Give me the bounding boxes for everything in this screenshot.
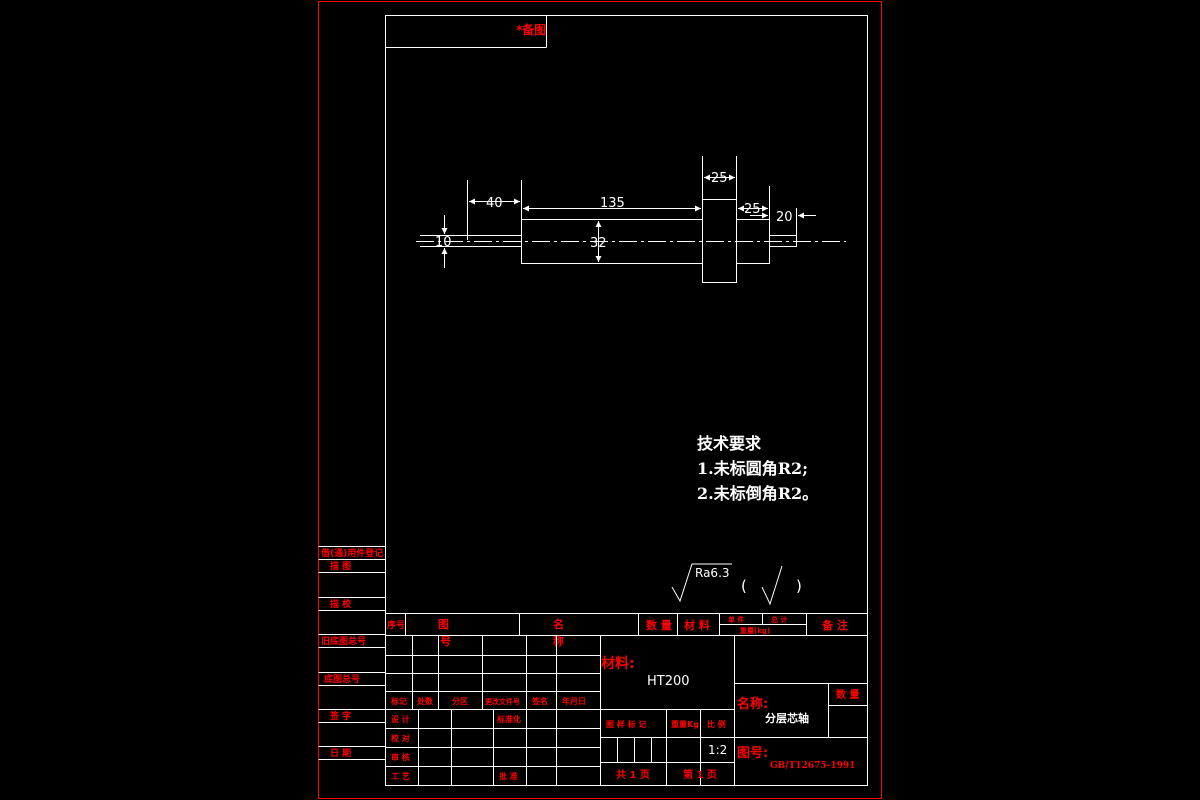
left-strip-r1: 借(通)用件登记 [320,547,383,559]
material-block-labels: 材料: HT200 图 样 标 记 重量Kg 比 例 1:2 共 1 页 第 1… [601,655,727,781]
roughness-texts: Ra6.3 ( ) [695,566,802,595]
change-log-mark: 标记 [390,696,407,706]
parts-header-labels: 序号 图 号 名 称 数 量 材 料 单 件 总 计 重量(kg) 备 注 [387,615,848,648]
change-log-doc: 更改文件号 [485,697,520,706]
dim-135-text: 135 [600,196,625,211]
roughness-paren-right: ) [796,577,802,595]
dimension-lines [420,156,816,268]
outer-frame [318,1,882,799]
dim-20-text: 20 [776,210,793,225]
parts-header-code: 图 [438,618,449,631]
inner-frame [385,15,868,786]
change-log-sign: 签名 [531,696,548,706]
left-strip-r7: 日 期 [330,747,351,759]
material-label: 材料: [601,655,635,672]
roughness-paren-left: ( [741,577,747,595]
scale-label: 比 例 [707,719,726,729]
left-strip [318,546,386,760]
tech-req-line-1: 1.未标圆角R2; [697,459,808,478]
parts-header-name2: 称 [553,634,564,648]
left-strip-r4: 旧底图总号 [321,635,366,647]
weight-kg-label: 重量Kg [671,719,699,729]
dim-32-text: 32 [590,236,607,251]
name-value: 分层芯轴 [765,711,809,725]
drawing-no-label: 图号: [737,746,768,761]
tech-req-line-2: 2.未标倒角R2。 [697,484,818,503]
left-strip-r5: 底图总号 [324,673,360,685]
tech-req-title: 技术要求 [697,434,762,453]
parts-header-name: 名 [553,617,564,631]
parts-header-seq: 序号 [387,619,405,631]
change-log-date: 年月日 [562,696,586,706]
approval-design: 设 计 [391,714,410,724]
left-strip-r3: 描 校 [330,598,352,610]
shaft-part [416,199,846,283]
roughness-symbol [671,563,783,606]
drawing-no-value: GB/T12675-1991 [770,761,855,771]
dim-25-top-text: 25 [711,171,728,186]
dim-25-mid-text: 25 [744,202,761,217]
total-sheets: 共 1 页 [616,768,650,781]
left-strip-r6: 签 字 [329,710,351,722]
parts-header-code2: 号 [440,635,451,648]
parts-header-material: 材 料 [684,618,710,632]
change-log-count: 处数 [416,696,434,706]
left-strip-r2: 描 图 [330,560,351,572]
name-block-grid [734,683,868,738]
stage-mark-label: 图 样 标 记 [606,719,646,729]
roughness-value: Ra6.3 [695,566,730,580]
approval-process: 工 艺 [391,771,410,781]
parts-header-total: 总 计 [771,615,787,624]
parts-header-single: 单 件 [728,615,744,624]
dimension-texts: 40 135 25 25 20 10 32 [435,171,793,251]
approval-approve: 批 准 [499,771,518,781]
approval-standard: 标准化 [496,714,521,724]
corner-tag-text: *备图 [516,22,546,37]
tech-requirements: 技术要求 1.未标圆角R2; 2.未标倒角R2。 [697,434,818,503]
parts-header-grid [385,613,868,636]
qty-label: 数 量 [836,688,859,701]
parts-header-remark: 备 注 [821,618,848,632]
scale-value: 1:2 [708,743,727,757]
approval-check: 校 对 [391,733,410,743]
material-block-grid [600,635,735,786]
approval-review: 审 核 [391,752,410,762]
change-log-zone: 分区 [452,696,468,706]
change-log-labels: 标记 处数 分区 更改文件号 签名 年月日 设 计 标准化 校 对 审 核 工 … [390,696,586,781]
name-label: 名称: [737,696,768,712]
roughness-check-icon [671,563,732,603]
corner-tag-box: *备图 [385,15,547,48]
left-strip-labels: 借(通)用件登记 描 图 描 校 旧底图总号 底图总号 签 字 日 期 [320,547,383,759]
parts-header-weight: 重量(kg) [740,626,770,635]
change-log-grid [385,635,601,786]
sheet-number: 第 1 页 [683,768,717,781]
roughness-check-small-icon [761,565,783,606]
dim-10-text: 10 [435,235,452,250]
parts-header-qty: 数 量 [646,618,672,632]
name-block-labels: 名称: 分层芯轴 数 量 图号: GB/T12675-1991 [737,688,859,771]
dim-40-text: 40 [486,196,503,211]
material-value: HT200 [647,674,690,689]
